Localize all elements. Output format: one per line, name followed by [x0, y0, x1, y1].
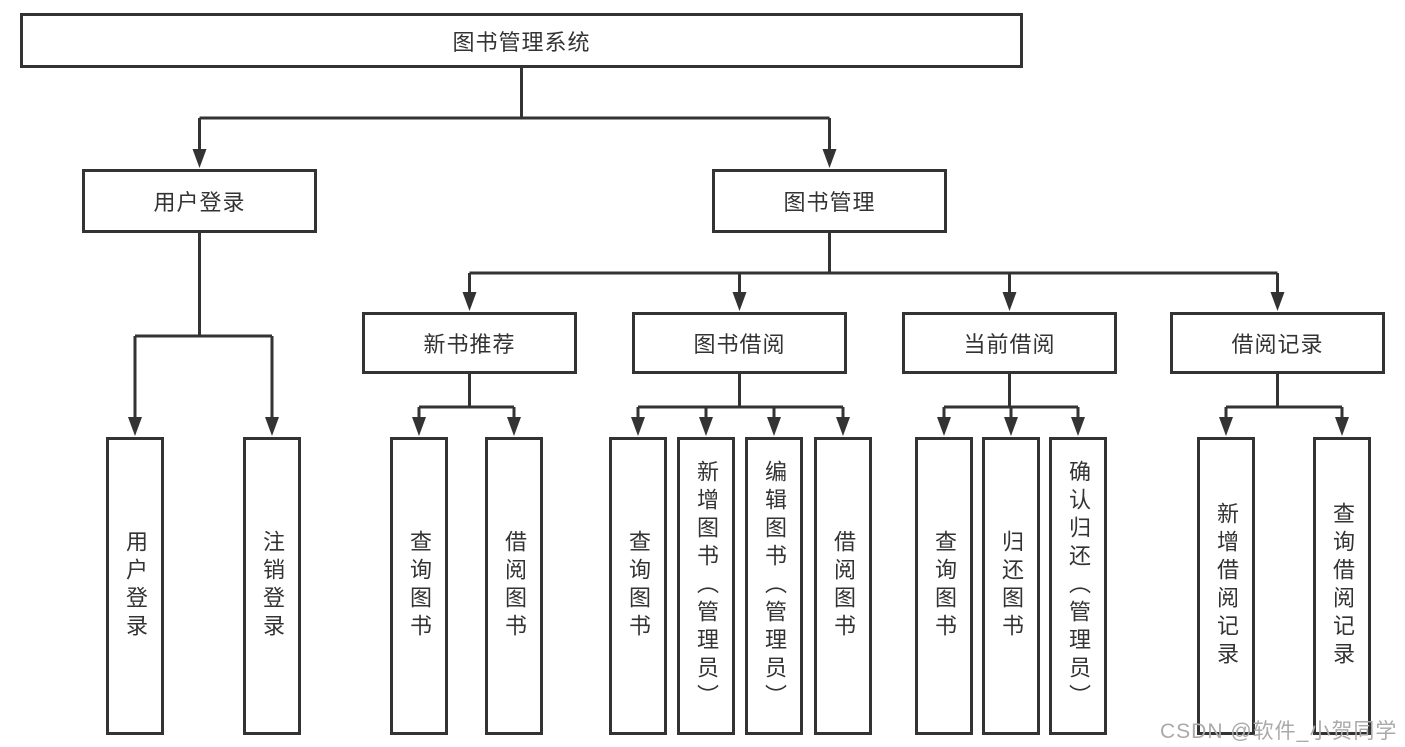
- leaf-label: 编辑图书（管理员）: [762, 460, 787, 712]
- node-label: 图书借阅: [693, 332, 786, 357]
- node-root-system: 图书管理系统: [20, 13, 1023, 68]
- leaf-edit-book-admin: 编辑图书（管理员）: [745, 437, 803, 735]
- leaf-confirm-return-admin: 确认归还（管理员）: [1049, 437, 1107, 735]
- node-root-label: 图书管理系统: [452, 29, 591, 55]
- leaf-query-books-recommend: 查询图书: [390, 437, 448, 735]
- leaf-label: 新增借阅记录: [1214, 502, 1239, 670]
- node-label: 用户登录: [153, 190, 246, 215]
- node-book-borrow: 图书借阅: [632, 312, 847, 374]
- node-label: 当前借阅: [963, 332, 1056, 357]
- leaf-label: 查询图书: [932, 530, 957, 642]
- leaf-label: 查询借阅记录: [1330, 502, 1355, 670]
- leaf-add-book-admin: 新增图书（管理员）: [677, 437, 735, 735]
- leaf-label: 归还图书: [999, 530, 1024, 642]
- node-new-book-recommend: 新书推荐: [362, 312, 577, 374]
- leaf-add-borrow-record: 新增借阅记录: [1197, 437, 1255, 735]
- node-label: 借阅记录: [1231, 332, 1324, 357]
- leaf-query-books-current: 查询图书: [915, 437, 973, 735]
- leaf-label: 借阅图书: [502, 530, 527, 642]
- leaf-return-book: 归还图书: [982, 437, 1040, 735]
- leaf-query-borrow-record: 查询借阅记录: [1313, 437, 1371, 735]
- leaf-borrow-books: 借阅图书: [814, 437, 872, 735]
- node-user-login: 用户登录: [82, 169, 317, 233]
- leaf-label: 用户登录: [123, 530, 148, 642]
- node-borrow-records: 借阅记录: [1170, 312, 1385, 374]
- node-label: 新书推荐: [423, 332, 516, 357]
- leaf-label: 查询图书: [626, 530, 651, 642]
- leaf-logout: 注销登录: [243, 437, 301, 735]
- leaf-label: 确认归还（管理员）: [1066, 460, 1091, 712]
- leaf-label: 注销登录: [260, 530, 285, 642]
- leaf-label: 查询图书: [407, 530, 432, 642]
- node-current-borrow: 当前借阅: [902, 312, 1117, 374]
- csdn-watermark: CSDN @软件_小贺同学: [1160, 720, 1398, 743]
- leaf-label: 新增图书（管理员）: [694, 460, 719, 712]
- leaf-user-login: 用户登录: [106, 437, 164, 735]
- node-book-management: 图书管理: [712, 169, 947, 233]
- leaf-borrow-books-recommend: 借阅图书: [485, 437, 543, 735]
- node-label: 图书管理: [783, 190, 876, 215]
- leaf-label: 借阅图书: [831, 530, 856, 642]
- leaf-query-books-borrow: 查询图书: [609, 437, 667, 735]
